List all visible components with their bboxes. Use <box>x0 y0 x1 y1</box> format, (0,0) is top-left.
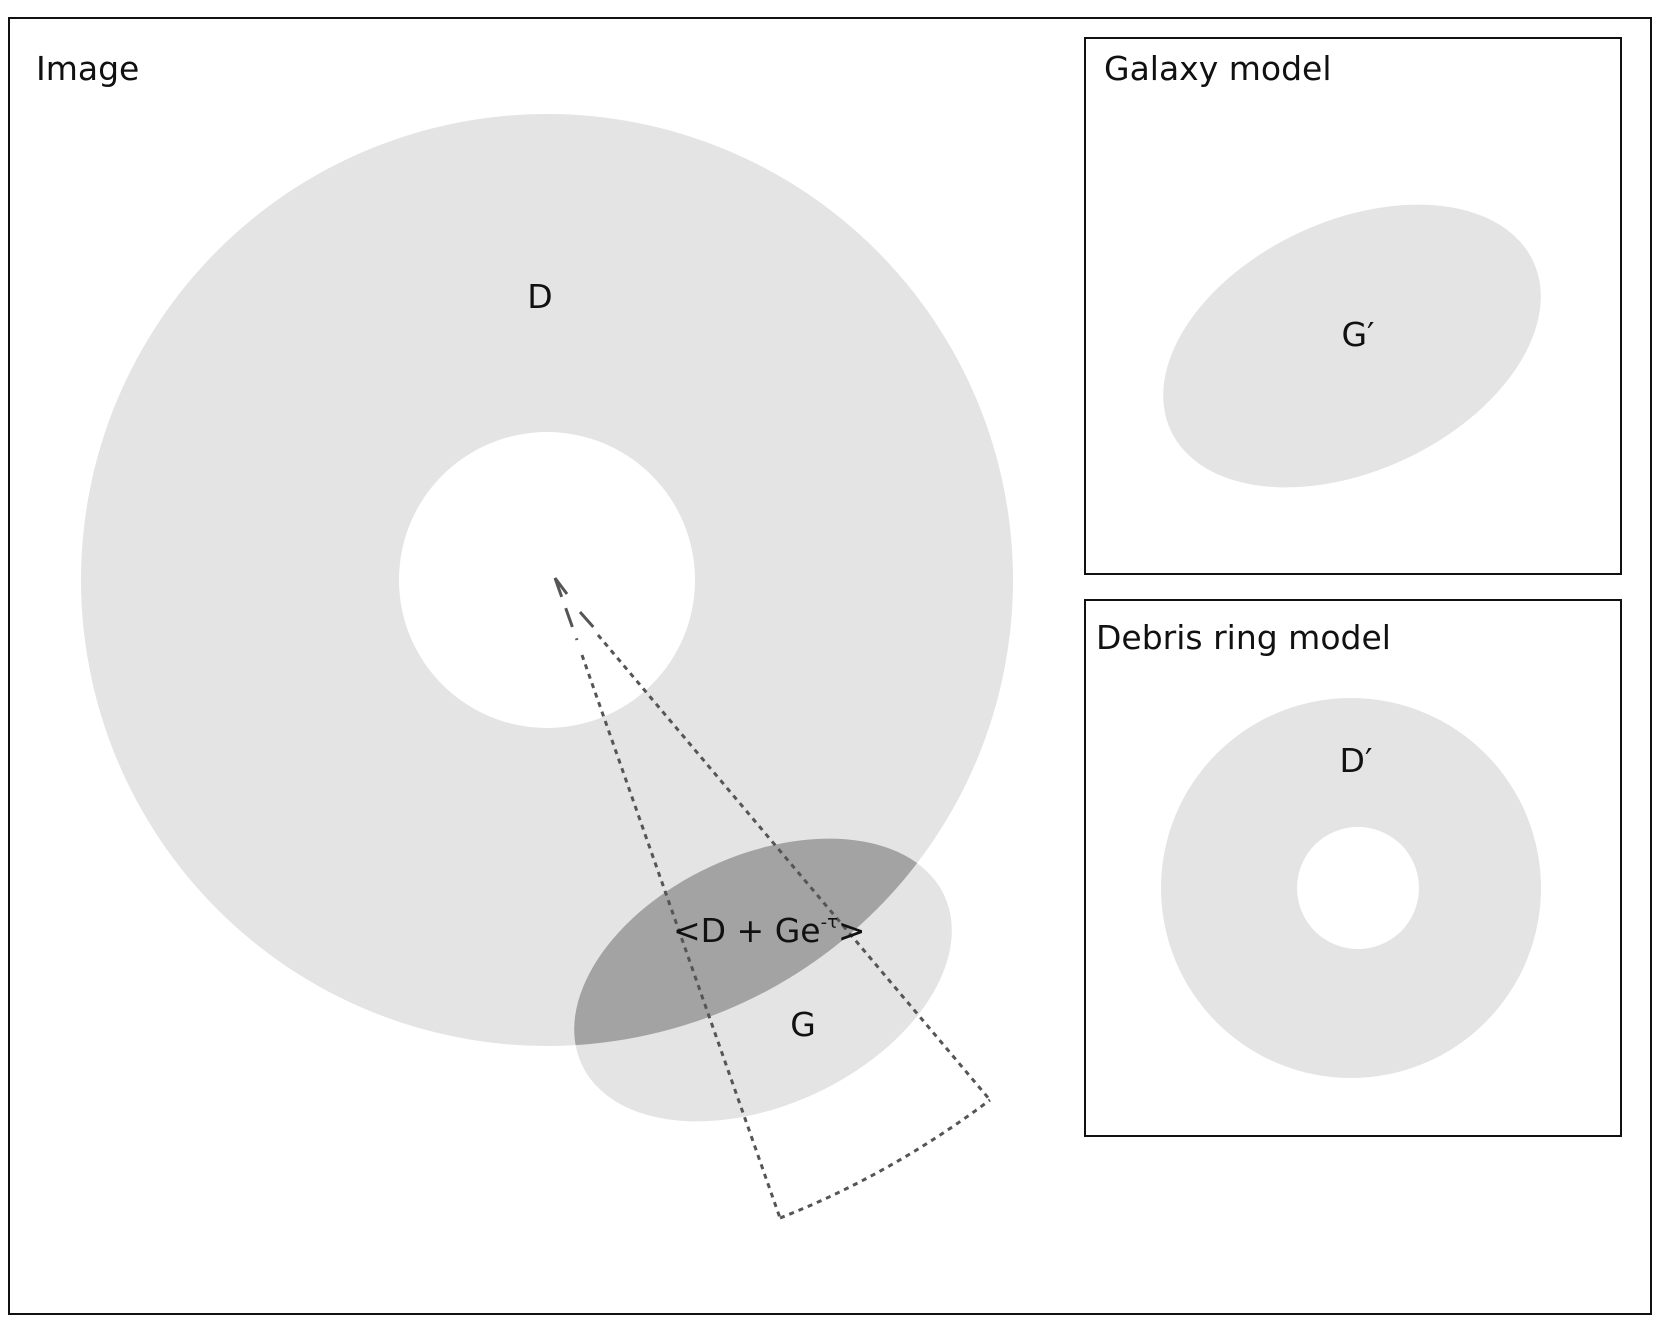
wedge-arc <box>779 1098 991 1220</box>
debris-ring-model-frame <box>1084 599 1622 1137</box>
image-panel-title: Image <box>36 49 139 88</box>
galaxy-label: G <box>790 1005 816 1044</box>
overlap-label: <D + Ge-τ> <box>673 911 866 950</box>
galaxy-model-ellipse <box>1163 204 1541 488</box>
debris-disk <box>81 114 1013 1046</box>
galaxy-model-title: Galaxy model <box>1104 49 1332 88</box>
wedge-left-near <box>553 577 579 641</box>
disk-label: D <box>527 277 552 316</box>
overlap-label-superscript: -τ <box>821 912 838 933</box>
debris-ring-model-title: Debris ring model <box>1096 618 1391 657</box>
galaxy-model-panel: Galaxy model G′ <box>1084 37 1622 575</box>
debris-ring-model-annulus <box>1161 698 1541 1078</box>
outer-frame <box>8 17 1652 1315</box>
overlap-label-main: <D + Ge <box>673 911 821 950</box>
image-panel: Image D G <D + Ge-τ> <box>36 49 1013 1220</box>
galaxy-model-frame <box>1084 37 1622 575</box>
debris-ring-model-label: D′ <box>1340 741 1373 780</box>
galaxy-model-label: G′ <box>1341 315 1374 354</box>
aperture-wedge <box>553 577 992 1220</box>
wedge-right-near <box>578 611 598 631</box>
overlap-region <box>574 838 952 1046</box>
overlap-label-close: > <box>838 911 866 950</box>
debris-ring-model-panel: Debris ring model D′ <box>1084 599 1622 1137</box>
wedge-right-edge <box>596 634 992 1101</box>
